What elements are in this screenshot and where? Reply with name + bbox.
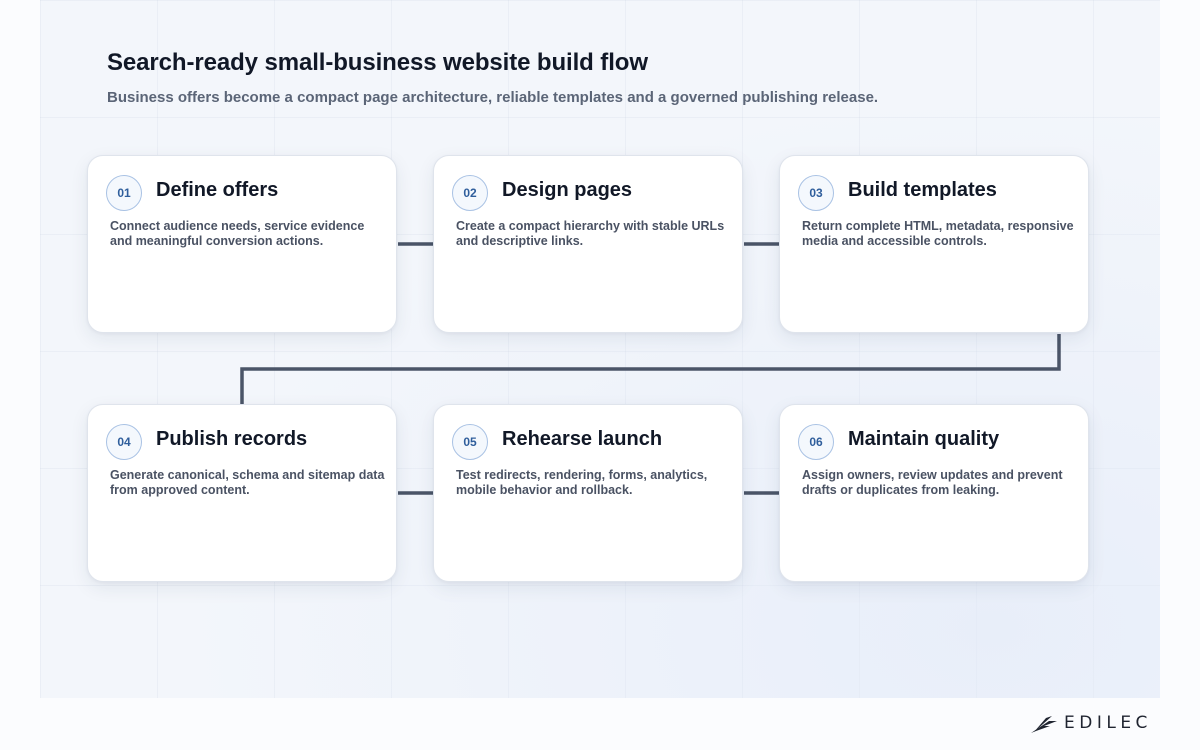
step-number-badge: 04 bbox=[106, 424, 142, 460]
brand-name: EDILEC bbox=[1064, 713, 1152, 733]
step-card-publish-records: 04 Publish records Generate canonical, s… bbox=[87, 404, 397, 582]
step-number-badge: 02 bbox=[452, 175, 488, 211]
step-card-rehearse-launch: 05 Rehearse launch Test redirects, rende… bbox=[433, 404, 743, 582]
step-description: Return complete HTML, metadata, responsi… bbox=[802, 219, 1074, 248]
step-number-badge: 03 bbox=[798, 175, 834, 211]
step-title: Rehearse launch bbox=[502, 428, 663, 450]
step-description: Create a compact hierarchy with stable U… bbox=[456, 219, 725, 248]
step-title: Build templates bbox=[848, 179, 997, 201]
step-card-maintain-quality: 06 Maintain quality Assign owners, revie… bbox=[779, 404, 1089, 582]
step-card-define-offers: 01 Define offers Connect audience needs,… bbox=[87, 155, 397, 333]
step-title: Publish records bbox=[156, 428, 308, 450]
connector-03-04 bbox=[240, 334, 1061, 404]
step-card-build-templates: 03 Build templates Return complete HTML,… bbox=[779, 155, 1089, 333]
step-description: Test redirects, rendering, forms, analyt… bbox=[456, 468, 708, 497]
brand-logo: EDILEC bbox=[1030, 710, 1152, 736]
page-subtitle: Business offers become a compact page ar… bbox=[107, 89, 879, 106]
step-description: Generate canonical, schema and sitemap d… bbox=[110, 468, 385, 497]
step-title: Maintain quality bbox=[848, 428, 1000, 450]
step-title: Define offers bbox=[156, 179, 279, 201]
step-description: Assign owners, review updates and preven… bbox=[802, 468, 1063, 497]
diagram-canvas bbox=[40, 0, 1160, 698]
step-number-badge: 01 bbox=[106, 175, 142, 211]
step-description: Connect audience needs, service evidence… bbox=[110, 219, 365, 248]
page-title: Search-ready small-business website buil… bbox=[107, 49, 648, 76]
step-number-badge: 05 bbox=[452, 424, 488, 460]
step-number-badge: 06 bbox=[798, 424, 834, 460]
step-card-design-pages: 02 Design pages Create a compact hierarc… bbox=[433, 155, 743, 333]
step-title: Design pages bbox=[502, 179, 633, 201]
wing-logo-icon bbox=[1031, 715, 1058, 733]
